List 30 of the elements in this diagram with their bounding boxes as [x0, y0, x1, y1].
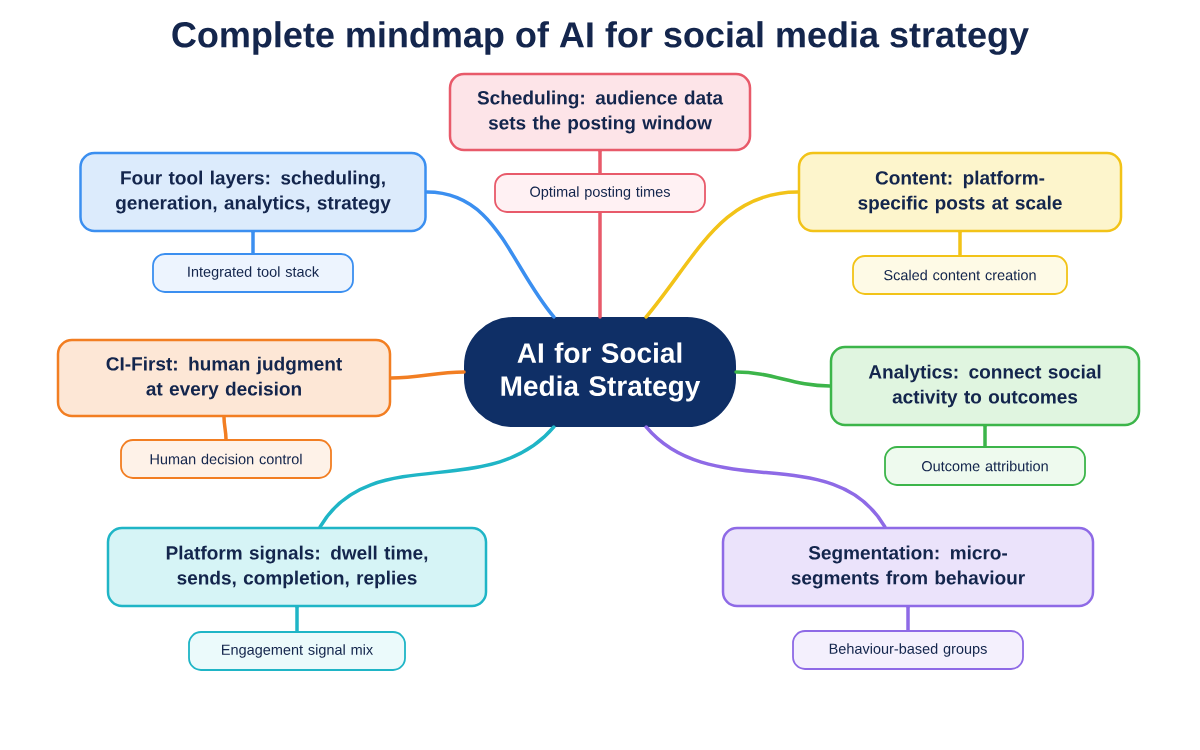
branch-connector — [983, 424, 987, 448]
branch-connector — [425, 190, 556, 319]
branch-box: Segmentation: micro-segments from behaviour — [721, 526, 1095, 608]
leaf-box: Scaled content creation — [852, 255, 1068, 295]
branch-box: Scheduling: audience data sets the posting window — [448, 72, 752, 152]
branch-box: Four tool layers: scheduling, generation, analytics, strategy — [79, 151, 427, 233]
branch-box: Analytics: connect social activity to outcomes — [829, 345, 1141, 427]
leaf-box: Behaviour-based groups — [792, 630, 1024, 670]
leaf-box: Human decision control — [120, 439, 332, 479]
branch-box: Content: platform-specific posts at scale — [797, 151, 1123, 233]
branch-connector — [644, 190, 800, 319]
branch-connector — [598, 149, 602, 175]
branch-box: CI-First: human judgment at every decision — [56, 338, 392, 418]
branch-connector — [251, 230, 255, 255]
branch-connector — [958, 230, 962, 257]
branch-connector — [644, 425, 887, 529]
branch-connector — [318, 425, 556, 529]
leaf-box: Optimal posting times — [494, 173, 706, 213]
branch-connector — [906, 605, 910, 632]
title: Complete mindmap of AI for social media strategy — [172, 21, 1029, 55]
central-topic-node: AI for Social Media Strategy — [464, 317, 736, 427]
branch-connector — [734, 370, 832, 388]
leaf-box: Integrated tool stack — [152, 253, 354, 293]
branch-box: Platform signals: dwell time, sends, completion, replies — [106, 526, 488, 608]
leaf-box: Outcome attribution — [884, 446, 1086, 486]
branch-connector — [598, 211, 602, 319]
branch-connector — [222, 415, 228, 441]
branch-connector — [389, 370, 466, 380]
leaf-box: Engagement signal mix — [188, 631, 406, 671]
branch-connector — [295, 605, 299, 633]
